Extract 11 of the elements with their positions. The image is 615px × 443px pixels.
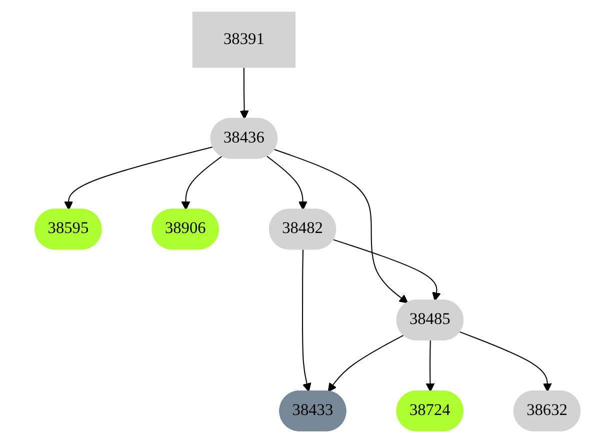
arrow	[64, 146, 214, 210]
arrow	[328, 334, 404, 392]
arrow	[333, 239, 441, 302]
node-box: 38391	[192, 12, 296, 68]
arrow	[181, 156, 222, 210]
arrow	[302, 250, 312, 392]
arrow	[426, 340, 435, 392]
arrow	[460, 331, 552, 392]
arrow	[240, 67, 249, 120]
arrow	[266, 156, 308, 210]
arrow	[274, 149, 408, 304]
